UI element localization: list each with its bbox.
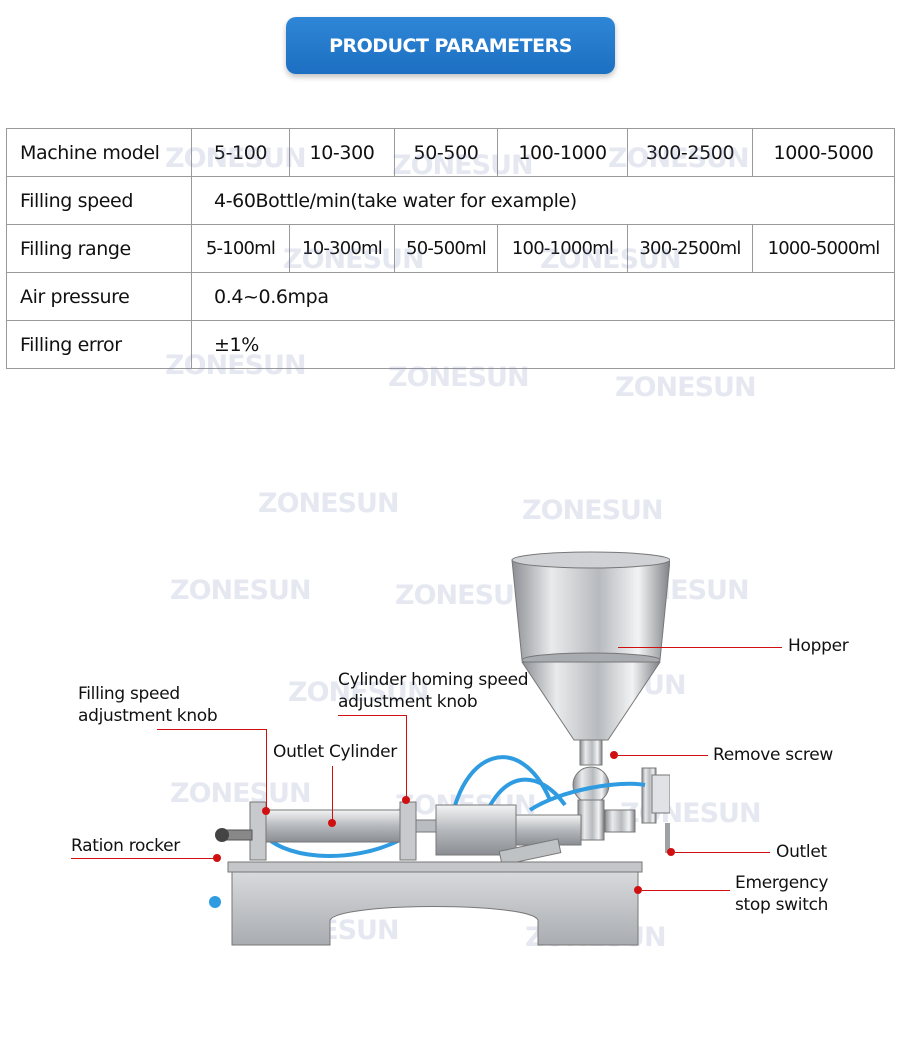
outlet-cylinder-callout-vline: [332, 766, 333, 822]
watermark: ZONESUN: [258, 488, 400, 519]
outlet-dot: [667, 848, 675, 856]
base-shape: [231, 869, 639, 946]
watermark: ZONESUN: [522, 495, 664, 526]
speed-knob-label-line2: adjustment knob: [78, 706, 218, 726]
remove-screw-callout-line: [618, 755, 708, 756]
table-row: Filling error ±1%: [6, 320, 895, 369]
page-title: PRODUCT PARAMETERS: [286, 17, 615, 74]
parameters-table: Machine model 5-100 10-300 50-500 100-10…: [6, 128, 895, 369]
outlet-callout-line: [675, 852, 770, 853]
watermark: ZONESUN: [615, 372, 757, 403]
table-cell: 50-500ml: [394, 224, 498, 273]
remove-screw-dot: [610, 751, 618, 759]
ration-rocker-dot: [213, 854, 221, 862]
speed-knob-dot: [262, 807, 270, 815]
filling-machine-illustration: [209, 551, 670, 946]
emergency-stop-label-line2: stop switch: [735, 895, 829, 915]
table-cell: ±1%: [191, 320, 895, 369]
remove-screw-label: Remove screw: [713, 745, 833, 765]
table-cell: 0.4~0.6mpa: [191, 272, 895, 321]
hopper-shape: [511, 559, 670, 661]
table-cell: 10-300: [289, 128, 395, 177]
outlet-cylinder-dot: [328, 819, 336, 827]
table-cell: 300-2500: [627, 128, 753, 177]
table-cell: 50-500: [394, 128, 498, 177]
row-label: Filling range: [6, 224, 192, 273]
hopper-callout-line: [618, 647, 782, 648]
row-label: Filling error: [6, 320, 192, 369]
table-row: Filling speed 4-60Bottle/min(take water …: [6, 176, 895, 225]
table-cell: 100-1000: [497, 128, 628, 177]
emergency-stop-callout-line: [642, 890, 730, 891]
homing-knob-label-line1: Cylinder homing speed: [338, 670, 529, 690]
table-cell: 300-2500ml: [627, 224, 753, 273]
speed-knob-callout-vline: [266, 729, 267, 811]
row-label: Machine model: [6, 128, 192, 177]
homing-knob-callout-vline: [406, 715, 407, 798]
speed-knob-callout-line: [157, 729, 266, 730]
table-cell: 4-60Bottle/min(take water for example): [191, 176, 895, 225]
row-label: Air pressure: [6, 272, 192, 321]
table-cell: 1000-5000ml: [752, 224, 895, 273]
homing-knob-callout-line: [338, 715, 406, 716]
homing-knob-dot: [402, 796, 410, 804]
outlet-label: Outlet: [776, 842, 827, 862]
outlet-cylinder-label: Outlet Cylinder: [273, 742, 397, 762]
table-row: Air pressure 0.4~0.6mpa: [6, 272, 895, 321]
table-row: Filling range 5-100ml 10-300ml 50-500ml …: [6, 224, 895, 273]
homing-knob-label-line2: adjustment knob: [338, 692, 478, 712]
emergency-stop-label-line1: Emergency: [735, 873, 829, 893]
table-cell: 5-100ml: [191, 224, 290, 273]
table-cell: 5-100: [191, 128, 290, 177]
table-row: Machine model 5-100 10-300 50-500 100-10…: [6, 128, 895, 177]
table-cell: 1000-5000: [752, 128, 895, 177]
speed-knob-label-line1: Filling speed: [78, 684, 180, 704]
emergency-stop-dot: [634, 886, 642, 894]
row-label: Filling speed: [6, 176, 192, 225]
table-cell: 10-300ml: [289, 224, 395, 273]
table-cell: 100-1000ml: [497, 224, 628, 273]
ration-rocker-callout-line: [71, 858, 217, 859]
hopper-label: Hopper: [788, 636, 849, 656]
ration-rocker-label: Ration rocker: [71, 836, 180, 856]
